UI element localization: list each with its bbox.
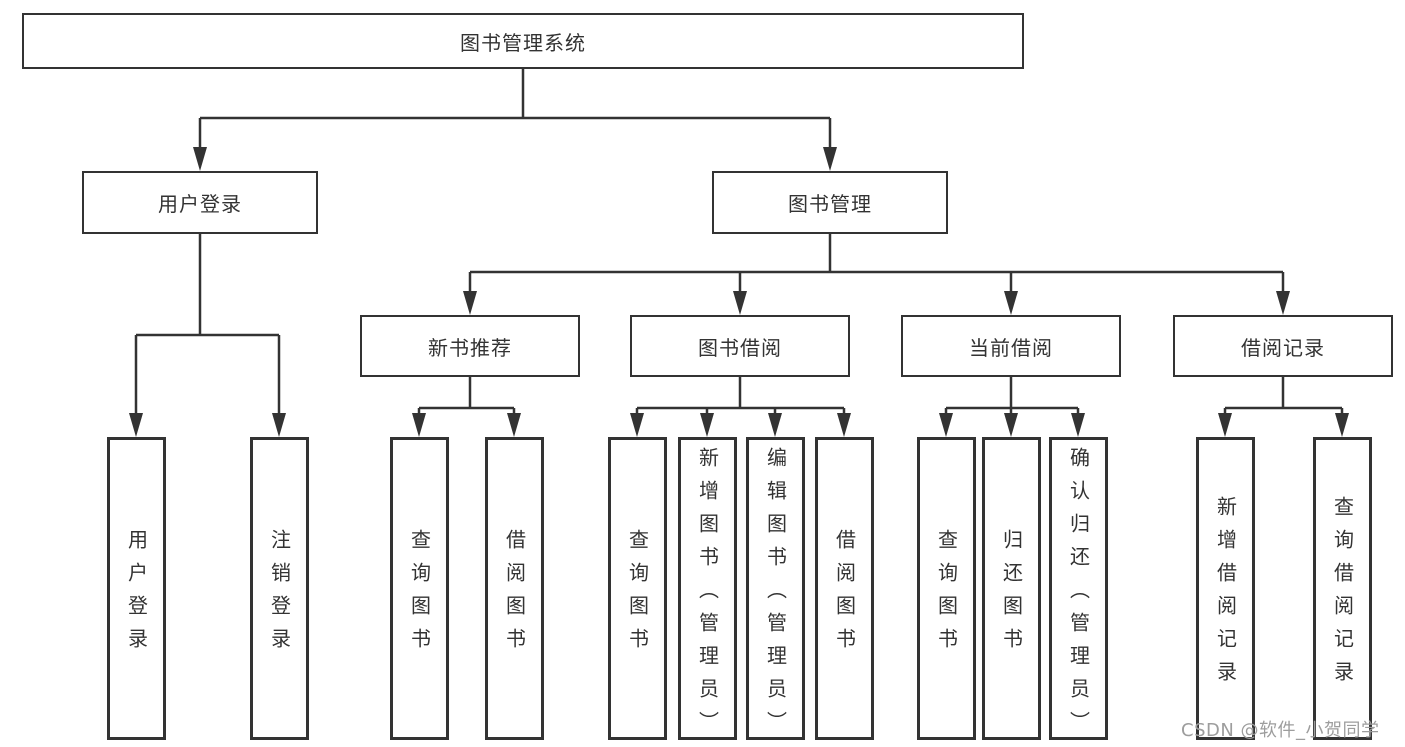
node-book-borrowing: 图书借阅 bbox=[630, 315, 850, 377]
node-new-book-recommendation: 新书推荐 bbox=[360, 315, 580, 377]
leaf-label: 确认归还（管理员） bbox=[1066, 446, 1091, 744]
leaf-query-books-borrow: 查询图书 bbox=[608, 437, 667, 740]
node-label: 新书推荐 bbox=[428, 335, 512, 360]
node-label: 用户登录 bbox=[158, 192, 242, 216]
leaf-label: 用户登录 bbox=[124, 529, 149, 661]
node-label: 图书借阅 bbox=[698, 335, 782, 360]
leaf-user-login: 用户登录 bbox=[107, 437, 166, 740]
node-library-management-system: 图书管理系统 bbox=[22, 13, 1024, 69]
leaf-label: 查询图书 bbox=[934, 529, 959, 661]
leaf-query-books-current: 查询图书 bbox=[917, 437, 976, 740]
leaf-label: 借阅图书 bbox=[502, 529, 527, 661]
arrowheads bbox=[129, 147, 1349, 437]
leaf-label: 查询图书 bbox=[407, 529, 432, 661]
leaf-return-books: 归还图书 bbox=[982, 437, 1041, 740]
leaf-label: 查询借阅记录 bbox=[1330, 496, 1355, 694]
leaf-label: 注销登录 bbox=[267, 529, 292, 661]
leaf-logout-login: 注销登录 bbox=[250, 437, 309, 740]
leaf-query-borrow-record: 查询借阅记录 bbox=[1313, 437, 1372, 740]
node-label: 借阅记录 bbox=[1241, 335, 1325, 360]
node-label: 图书管理 bbox=[788, 192, 872, 216]
leaf-label: 新增图书（管理员） bbox=[695, 446, 720, 744]
leaf-query-books-recommend: 查询图书 bbox=[390, 437, 449, 740]
leaf-confirm-return-admin: 确认归还（管理员） bbox=[1049, 437, 1108, 744]
leaf-add-books-admin: 新增图书（管理员） bbox=[678, 437, 737, 744]
leaf-add-borrow-record: 新增借阅记录 bbox=[1196, 437, 1255, 740]
node-book-management: 图书管理 bbox=[712, 171, 948, 234]
node-current-borrowing: 当前借阅 bbox=[901, 315, 1121, 377]
leaf-label: 新增借阅记录 bbox=[1213, 496, 1238, 694]
csdn-watermark: CSDN @软件_小贺同学 bbox=[1181, 720, 1380, 741]
leaf-label: 借阅图书 bbox=[832, 529, 857, 661]
leaf-borrow-books-recommend: 借阅图书 bbox=[485, 437, 544, 740]
node-label: 当前借阅 bbox=[969, 335, 1053, 360]
leaf-label: 查询图书 bbox=[625, 529, 650, 661]
leaf-label: 归还图书 bbox=[999, 529, 1024, 661]
node-label: 图书管理系统 bbox=[460, 30, 586, 55]
node-borrowing-records: 借阅记录 bbox=[1173, 315, 1393, 377]
leaf-edit-books-admin: 编辑图书（管理员） bbox=[746, 437, 805, 744]
leaf-label: 编辑图书（管理员） bbox=[763, 446, 788, 744]
node-user-login: 用户登录 bbox=[82, 171, 318, 234]
leaf-borrow-books: 借阅图书 bbox=[815, 437, 874, 740]
